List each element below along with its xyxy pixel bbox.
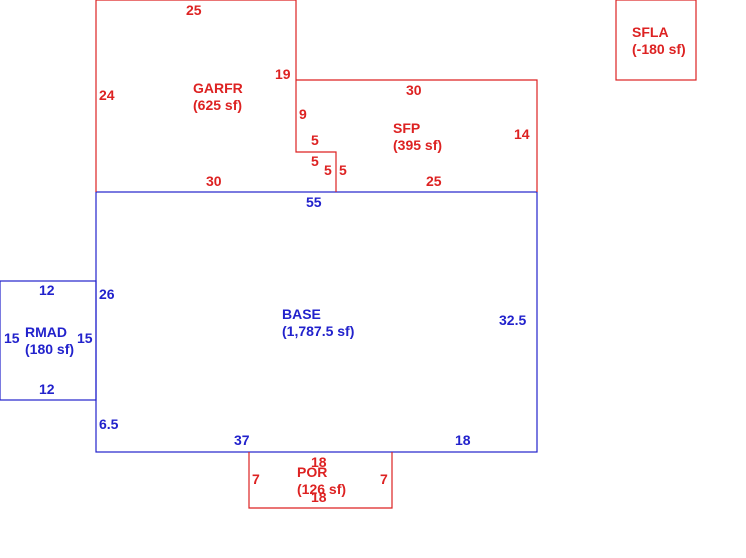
garfr-dim-bottom: 30 xyxy=(206,173,222,189)
base-dim-left-lower: 6.5 xyxy=(99,416,119,432)
rmad-dim-bottom: 12 xyxy=(39,381,55,397)
base-outline xyxy=(95,191,538,453)
rmad-dim-top: 12 xyxy=(39,282,55,298)
base-dim-bottom-right: 18 xyxy=(455,432,471,448)
sfp-dim-top: 30 xyxy=(406,82,422,98)
garfr-dim-left: 24 xyxy=(99,87,115,103)
garfr-dim-top: 25 xyxy=(186,2,202,18)
sfp-code-label: SFP xyxy=(393,120,420,136)
por-dim-bottom: 18 xyxy=(311,489,327,505)
por-outline xyxy=(248,452,393,509)
garfr-code-label: GARFR xyxy=(193,80,243,96)
sfp-dim-right: 14 xyxy=(514,126,530,142)
base-area-label: (1,787.5 sf) xyxy=(282,323,354,339)
base-code-label: BASE xyxy=(282,306,321,322)
por-dim-left: 7 xyxy=(252,471,260,487)
rmad-area xyxy=(0,280,97,401)
rmad-dim-left: 15 xyxy=(4,330,20,346)
por-code-label: POR xyxy=(297,464,327,480)
sfp-dim-bottom: 25 xyxy=(426,173,442,189)
sfla-area-label: (-180 sf) xyxy=(632,41,686,57)
sfp-area xyxy=(296,79,538,192)
rmad-dim-right: 15 xyxy=(77,330,93,346)
sfp-outline xyxy=(296,79,538,192)
sfla-area xyxy=(615,0,697,81)
garfr-outline xyxy=(95,0,337,192)
base-dim-top: 55 xyxy=(306,194,322,210)
garfr-dim-right-upper: 19 xyxy=(275,66,291,82)
rmad-outline xyxy=(0,280,97,401)
garfr-dim-step-d: 5 xyxy=(339,162,347,178)
garfr-area-label: (625 sf) xyxy=(193,97,242,113)
garfr-dim-step-c: 5 xyxy=(324,162,332,178)
base-dim-left-upper: 26 xyxy=(99,286,115,302)
base-dim-bottom-left: 37 xyxy=(234,432,250,448)
sfla-outline xyxy=(615,0,697,81)
rmad-area-label: (180 sf) xyxy=(25,341,74,357)
rmad-code-label: RMAD xyxy=(25,324,67,340)
por-area-label: (126 sf) xyxy=(297,481,346,497)
garfr-dim-right-mid: 9 xyxy=(299,106,307,122)
por-dim-right: 7 xyxy=(380,471,388,487)
garfr-dim-step-a: 5 xyxy=(311,132,319,148)
base-area xyxy=(95,191,538,453)
garfr-dim-step-b: 5 xyxy=(311,153,319,169)
base-dim-right: 32.5 xyxy=(499,312,526,328)
por-area xyxy=(248,452,393,509)
por-dim-top: 18 xyxy=(311,454,327,470)
sfla-code-label: SFLA xyxy=(632,24,669,40)
sfp-area-label: (395 sf) xyxy=(393,137,442,153)
garfr-area xyxy=(95,0,337,192)
